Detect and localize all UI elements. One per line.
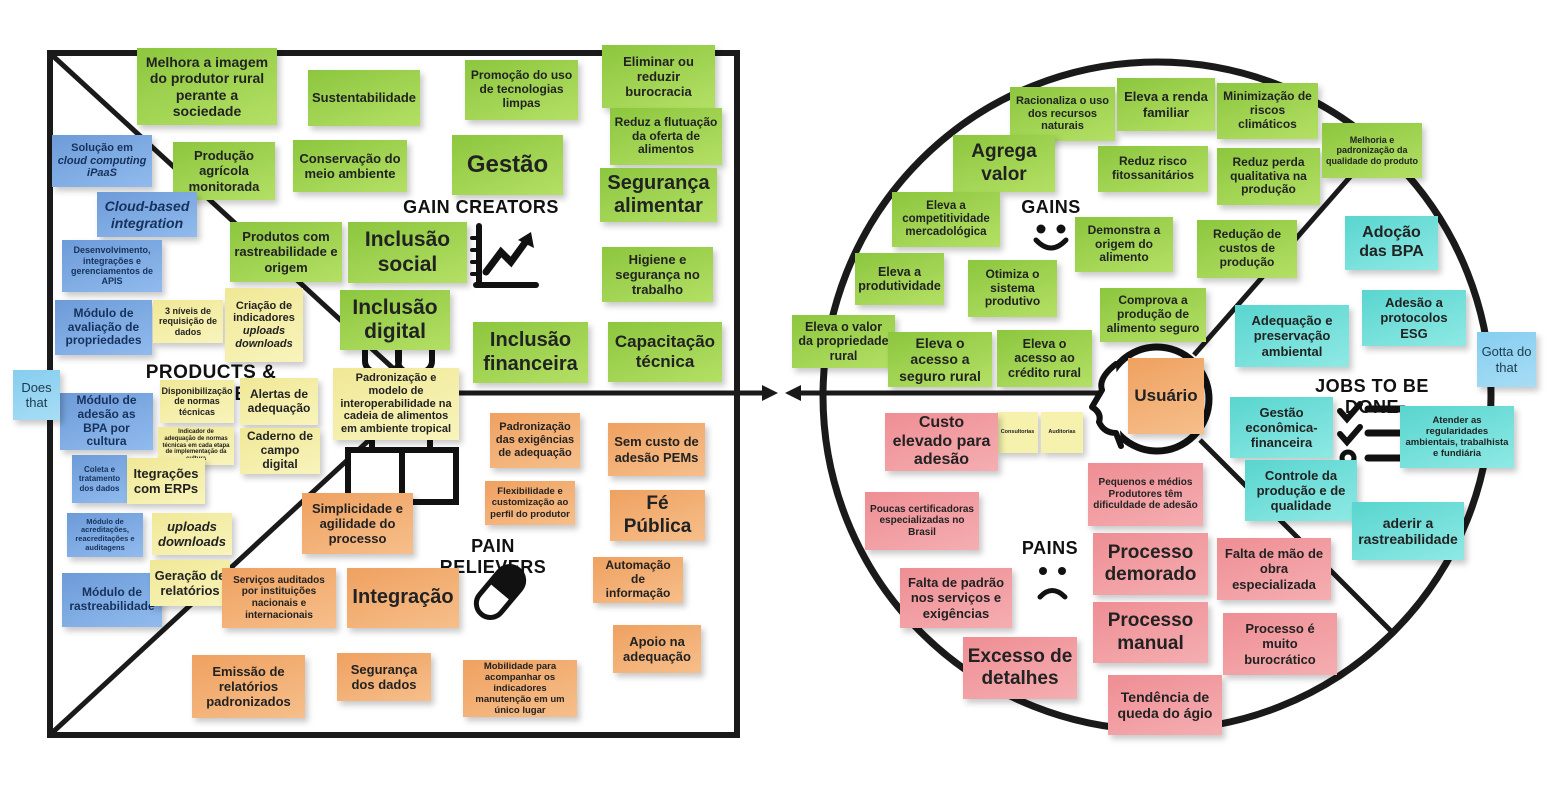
sticky-note[interactable]: Melhora a imagem do produtor rural peran… <box>137 48 277 125</box>
sticky-note[interactable]: Segurança alimentar <box>600 168 717 222</box>
sticky-note[interactable]: Simplicidade e agilidade do processo <box>302 493 413 554</box>
sticky-note[interactable]: Minimização de riscos climáticos <box>1217 83 1318 139</box>
sticky-note[interactable]: Promoção do uso de tecnologias limpas <box>465 60 578 120</box>
sticky-note[interactable]: Flexibilidade e customização ao perfil d… <box>485 481 575 525</box>
sticky-note[interactable]: Serviços auditados por instituições naci… <box>222 568 336 628</box>
sticky-note[interactable]: Solução em cloud computing iPaaS <box>52 135 152 187</box>
sticky-note[interactable]: Fé Pública <box>610 490 705 541</box>
sticky-note[interactable]: Atender as regularidades ambientais, tra… <box>1400 406 1514 468</box>
sticky-note[interactable]: Padronização das exigências de adequação <box>490 413 580 468</box>
sticky-note[interactable]: Processo demorado <box>1093 533 1208 595</box>
section-label-pains: PAINS <box>1021 538 1079 558</box>
sticky-note[interactable]: Processo manual <box>1093 602 1208 663</box>
sticky-note[interactable]: Adesão a protocolos ESG <box>1362 290 1466 346</box>
sticky-note[interactable]: Processo é muito burocrático <box>1223 613 1337 675</box>
connector-arrows <box>762 385 1110 401</box>
sticky-note[interactable]: Demonstra a origem do alimento <box>1075 217 1173 272</box>
sticky-note[interactable]: Integração <box>347 568 459 628</box>
sticky-note[interactable]: Caderno de campo digital <box>240 428 320 474</box>
smiley-icon <box>1033 224 1069 251</box>
sticky-note[interactable]: Pequenos e médios Produtores têm dificul… <box>1088 463 1203 526</box>
sticky-note[interactable]: Gestão econômica-financeira <box>1230 397 1333 458</box>
gain-chart-icon <box>470 223 539 288</box>
sticky-note[interactable]: Cloud-based integration <box>97 192 197 237</box>
section-label-gains: GAINS <box>1021 197 1081 217</box>
sticky-note[interactable]: Poucas certificadoras especializadas no … <box>865 492 979 550</box>
sticky-note[interactable]: Módulo de adesão as BPA por cultura <box>60 393 153 450</box>
pill-icon <box>473 564 527 620</box>
sticky-note[interactable]: Inclusão digital <box>340 290 450 350</box>
arrow-left-icon <box>785 385 801 401</box>
sticky-note[interactable]: Auditorias <box>1041 412 1083 453</box>
sticky-note[interactable]: 3 níveis de requisição de dados <box>153 300 223 343</box>
sticky-note[interactable]: Inclusão social <box>348 222 467 283</box>
sticky-note[interactable]: Inclusão financeira <box>473 322 588 383</box>
checklist-icon <box>1337 401 1408 467</box>
sticky-note[interactable]: Usuário <box>1128 358 1204 434</box>
sticky-note[interactable]: Desenvolvimento, integrações e gerenciam… <box>62 240 162 292</box>
sticky-note[interactable]: aderir a rastreabilidade <box>1352 502 1464 560</box>
sticky-note[interactable]: Reduz a flutuação da oferta de alimentos <box>610 108 722 165</box>
sticky-note[interactable]: Sustentabilidade <box>308 70 420 126</box>
sticky-note[interactable]: Módulo de acreditações, reacreditações e… <box>67 513 143 557</box>
sticky-note[interactable]: Alertas de adequação <box>240 378 318 425</box>
sticky-note[interactable]: Does that <box>13 370 60 420</box>
frown-icon <box>1037 567 1068 600</box>
sticky-note[interactable]: Eleva o valor da propriedade rural <box>792 315 895 368</box>
sticky-note[interactable]: Eleva a renda familiar <box>1117 78 1215 131</box>
sticky-note[interactable]: Itegrações com ERPs <box>127 458 205 504</box>
sticky-note[interactable]: Consultorias <box>997 412 1038 453</box>
sticky-note[interactable]: Falta de padrão nos serviços e exigência… <box>900 568 1012 628</box>
section-label-pain-relievers: PAIN RELIEVERS <box>439 536 547 577</box>
sticky-note[interactable]: Eliminar ou reduzir burocracia <box>602 45 715 108</box>
sticky-note[interactable]: Produção agrícola monitorada <box>173 142 275 200</box>
sticky-note[interactable]: Higiene e segurança no trabalho <box>602 247 713 302</box>
sticky-note[interactable]: Sem custo de adesão PEMs <box>608 423 705 476</box>
sticky-note[interactable]: Reduz perda qualitativa na produção <box>1217 148 1320 205</box>
sticky-note[interactable]: Segurança dos dados <box>337 653 431 701</box>
sticky-note[interactable]: Coleta e tratamento dos dados <box>72 455 127 503</box>
sticky-note[interactable]: Emissão de relatórios padronizados <box>192 655 305 718</box>
sticky-note[interactable]: Mobilidade para acompanhar os indicadore… <box>463 660 577 717</box>
sticky-note[interactable]: Reduz risco fitossanitários <box>1098 146 1208 192</box>
sticky-note[interactable]: Produtos com rastreabilidade e origem <box>230 222 342 282</box>
sticky-note[interactable]: Apoio na adequação <box>613 625 701 673</box>
sticky-note[interactable]: Agrega valor <box>953 135 1055 192</box>
sticky-note[interactable]: Eleva a competitividade mercadológica <box>892 192 1000 247</box>
sticky-note[interactable]: uploads downloads <box>152 513 232 555</box>
sticky-note[interactable]: Capacitação técnica <box>608 322 722 382</box>
arrow-right-icon <box>762 385 778 401</box>
sticky-note[interactable]: Falta de mão de obra especializada <box>1217 538 1331 600</box>
sticky-note[interactable]: Eleva a produtividade <box>855 253 944 305</box>
sticky-note[interactable]: Módulo de avaliação de propriedades <box>55 300 152 355</box>
sticky-note[interactable]: Gestão <box>452 135 563 195</box>
section-label-jobs-to-be-done: JOBS TO BE DONE <box>1315 376 1429 417</box>
sticky-note[interactable]: Disponibilização de normas técnicas <box>160 380 234 423</box>
sticky-note[interactable]: Adequação e preservação ambiental <box>1235 305 1349 367</box>
sticky-note[interactable]: Eleva o acesso a seguro rural <box>888 332 992 387</box>
sticky-note[interactable]: Padronização e modelo de interoperabilid… <box>333 368 459 440</box>
sticky-note[interactable]: Geração de relatórios <box>150 560 230 606</box>
sticky-note[interactable]: Eleva o acesso ao crédito rural <box>997 330 1092 387</box>
sticky-note[interactable]: Custo elevado para adesão <box>885 413 998 471</box>
sticky-note[interactable]: Redução de custos de produção <box>1197 220 1297 278</box>
sticky-note[interactable]: Tendência de queda do ágio <box>1108 675 1222 735</box>
sticky-note[interactable]: Automação de informação <box>593 557 683 603</box>
section-label-gain-creators: GAIN CREATORS <box>403 197 559 217</box>
sticky-note[interactable]: Excesso de detalhes <box>963 637 1077 699</box>
sticky-note[interactable]: Controle da produção e de qualidade <box>1245 460 1357 521</box>
sticky-note[interactable]: Comprova a produção de alimento seguro <box>1100 288 1206 342</box>
sticky-note[interactable]: Conservação do meio ambiente <box>293 140 407 192</box>
sticky-note[interactable]: Gotta do that <box>1477 332 1536 387</box>
sticky-note[interactable]: Otimiza o sistema produtivo <box>968 260 1057 317</box>
sticky-note[interactable]: Racionaliza o uso dos recursos naturais <box>1010 87 1115 141</box>
sticky-note[interactable]: Criação de indicadores uploads downloads <box>225 288 303 362</box>
sticky-note[interactable]: Adoção das BPA <box>1345 216 1438 270</box>
sticky-note[interactable]: Melhoria e padronização da qualidade do … <box>1322 123 1422 178</box>
sticky-note[interactable]: Módulo de rastreabilidade <box>62 573 162 627</box>
